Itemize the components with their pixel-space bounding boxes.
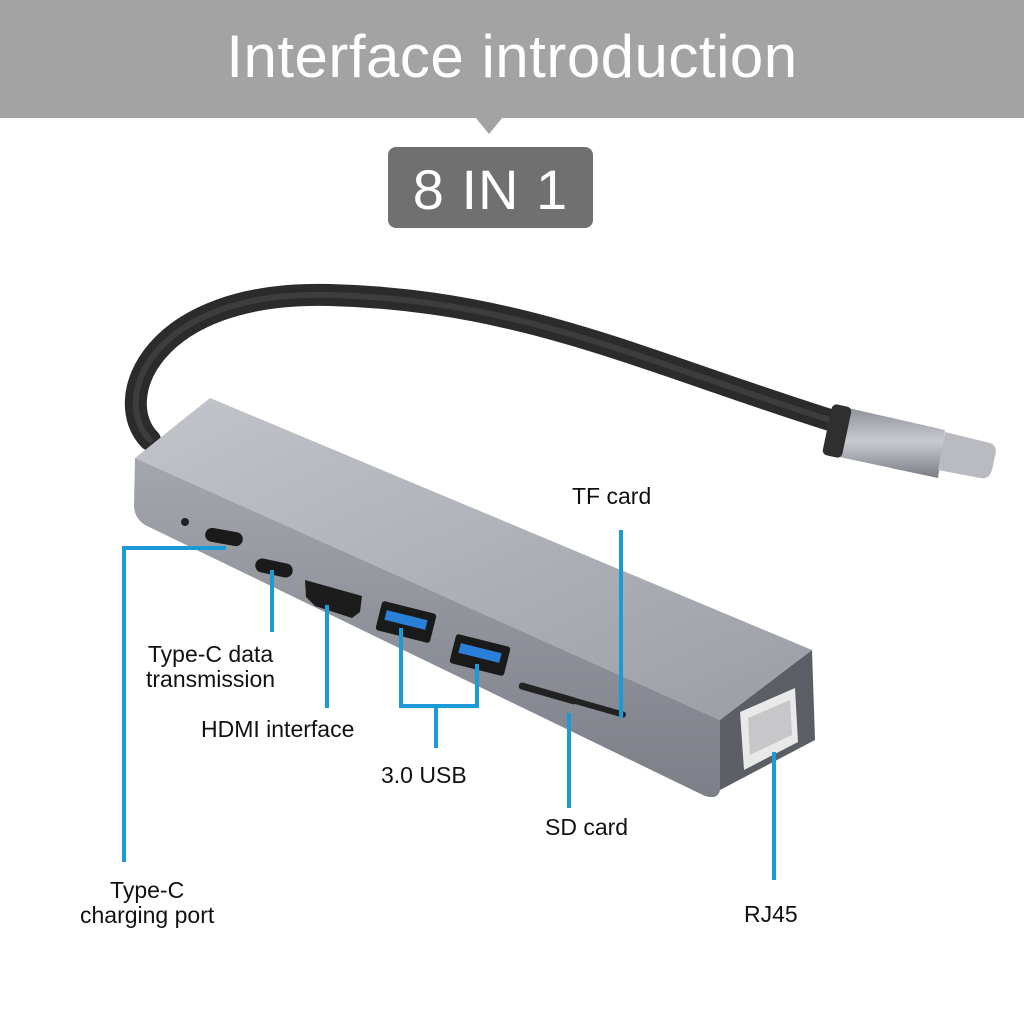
callout-charging <box>122 546 226 862</box>
label-type-c-data-line1: Type-C data <box>147 641 274 667</box>
callout-usb <box>399 628 479 708</box>
hub-ports <box>181 518 798 770</box>
label-type-c-data-line2: transmission <box>146 666 276 692</box>
hdmi-port <box>305 580 362 618</box>
label-type-c-charging-line1: Type-C <box>110 877 185 903</box>
label-tf-card: TF card <box>572 483 652 509</box>
tf-card-slot <box>572 698 627 718</box>
banner-pointer <box>475 117 503 134</box>
label-rj45: RJ45 <box>744 901 798 927</box>
label-type-c-charging-line2: charging port <box>80 902 215 928</box>
label-hdmi: HDMI interface <box>201 716 355 742</box>
label-type-c-data: Type-C data transmission <box>146 642 275 692</box>
label-usb: 3.0 USB <box>381 762 467 788</box>
banner-title: Interface introduction <box>226 23 798 90</box>
type-c-data-port <box>255 558 293 578</box>
type-c-charging-port <box>205 527 243 547</box>
sd-card-slot <box>518 682 577 705</box>
title-banner: Interface introduction <box>0 0 1024 118</box>
port-count-badge: 8 IN 1 <box>388 147 593 228</box>
label-sd-card: SD card <box>545 814 629 840</box>
badge-text: 8 IN 1 <box>412 158 569 221</box>
usb-c-plug <box>822 404 996 479</box>
callout-lines <box>122 530 776 880</box>
label-type-c-charging: Type-C charging port <box>80 878 214 928</box>
hub-top-face <box>135 398 812 720</box>
